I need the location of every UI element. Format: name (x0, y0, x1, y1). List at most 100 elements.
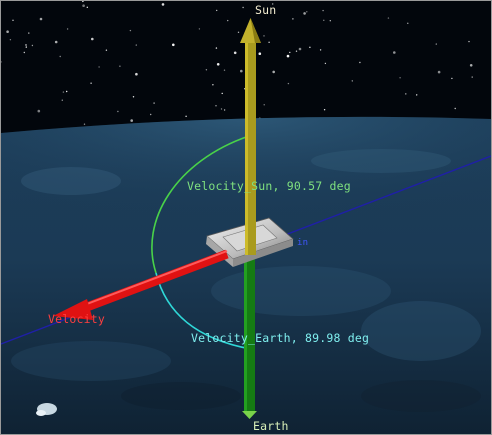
velocity-earth-angle-arc (155, 272, 252, 350)
star (129, 29, 132, 32)
star (216, 63, 220, 66)
star (416, 94, 418, 96)
star (221, 92, 223, 95)
partial-hidden-label: in (297, 238, 309, 248)
star (135, 72, 138, 76)
star (359, 61, 361, 64)
star (66, 90, 68, 93)
earth-vector (242, 256, 257, 419)
star (298, 47, 302, 51)
starfield (1, 1, 473, 126)
star (9, 39, 12, 41)
velocity-sun-angle-arc (151, 135, 250, 274)
star (215, 47, 218, 49)
star (25, 44, 27, 46)
star (272, 3, 274, 5)
star (227, 19, 229, 22)
star (161, 3, 165, 6)
star (454, 107, 456, 110)
star (258, 52, 262, 55)
star (6, 30, 9, 33)
star (66, 28, 69, 30)
star (451, 77, 453, 80)
star (351, 80, 353, 82)
star (303, 12, 306, 15)
star (205, 69, 208, 71)
star (28, 32, 30, 34)
star (135, 44, 137, 46)
star (323, 19, 325, 21)
star (393, 51, 396, 54)
star (82, 4, 85, 7)
star (322, 9, 324, 12)
star (37, 109, 41, 113)
star (223, 109, 226, 111)
star (198, 28, 201, 30)
star (150, 113, 152, 116)
star (407, 22, 409, 24)
star (272, 70, 276, 74)
coastline-patch (36, 403, 57, 416)
star (172, 43, 175, 47)
star (215, 105, 217, 107)
star (468, 40, 470, 43)
star (309, 46, 311, 48)
star (153, 102, 155, 104)
star (263, 104, 265, 106)
star (292, 18, 294, 20)
star (437, 70, 441, 74)
star (12, 19, 14, 21)
velocity-vector-label: Velocity (48, 312, 105, 326)
star (286, 54, 290, 58)
star (61, 99, 63, 101)
star (62, 91, 65, 93)
star (268, 41, 270, 43)
star (83, 123, 86, 125)
velocity-earth-angle-label: Velocity_Earth, 89.98 deg (191, 331, 370, 345)
star (39, 17, 43, 21)
star (242, 6, 244, 9)
star (289, 51, 291, 54)
star (323, 109, 326, 111)
star (119, 65, 121, 67)
star (329, 20, 331, 22)
star (130, 119, 133, 122)
star (287, 82, 290, 85)
star (212, 84, 214, 86)
star (263, 35, 265, 37)
star (324, 62, 327, 65)
sun-vector-label: Sun (255, 3, 277, 17)
star (306, 11, 308, 13)
star (117, 110, 119, 113)
star (91, 37, 94, 41)
star (98, 66, 100, 68)
star (216, 9, 218, 12)
sun-vector (240, 18, 261, 255)
star (469, 64, 473, 67)
star (240, 69, 243, 73)
star (220, 108, 223, 110)
star (223, 69, 226, 71)
earth-cloud-texture (11, 149, 481, 412)
star (82, 1, 84, 3)
star (132, 96, 135, 98)
star (59, 55, 61, 58)
star (105, 49, 108, 51)
star (435, 43, 437, 45)
star (405, 93, 407, 95)
star (1, 61, 2, 63)
star (295, 50, 298, 52)
star (86, 6, 89, 8)
star (471, 76, 473, 78)
star (54, 40, 58, 44)
star (399, 77, 401, 79)
earth-vector-label: Earth (253, 419, 289, 433)
star (387, 17, 390, 19)
star (23, 51, 25, 54)
star (185, 115, 187, 118)
velocity-sun-angle-label: Velocity_Sun, 90.57 deg (187, 179, 351, 193)
star (237, 31, 240, 33)
star (233, 51, 237, 55)
